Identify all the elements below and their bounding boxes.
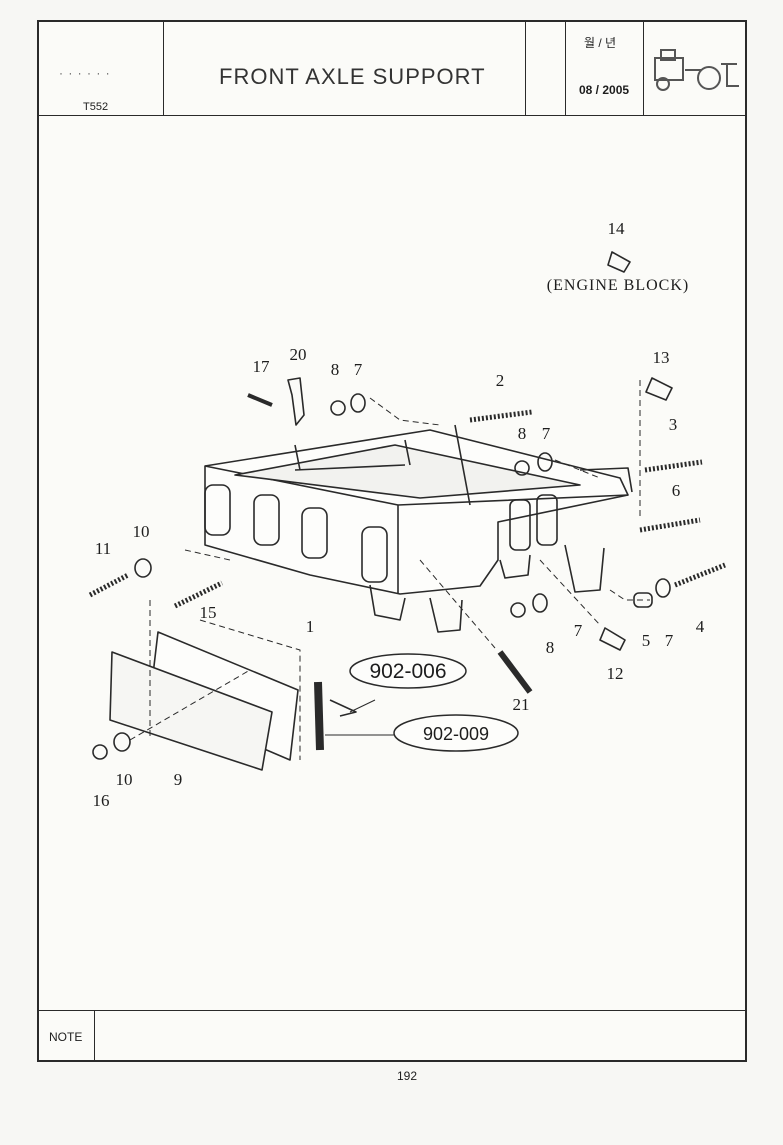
exploded-diagram: 902-006 902-009 (ENGINE BLOCK) 1 2 3 4 5…	[88, 219, 726, 810]
nut-16	[92, 744, 108, 760]
reference-oval	[349, 653, 467, 689]
engine-block-caption: (ENGINE BLOCK)	[547, 277, 689, 294]
page-title: FRONT AXLE SUPPORT	[219, 64, 486, 89]
retaining-clip	[329, 699, 357, 717]
callout-numbers: 1 2 3 4 5 6 7 7 7 7 8 8 8 9 10 10 11 12 …	[93, 219, 705, 810]
page-number: 192	[397, 1069, 418, 1083]
bushing-12	[599, 627, 626, 651]
pin-21	[497, 650, 533, 694]
callout-6: 6	[672, 481, 681, 500]
mount-pad	[536, 494, 558, 546]
bolt-17	[247, 393, 273, 407]
callout-4: 4	[696, 617, 705, 636]
callout-12: 12	[607, 664, 624, 683]
tractor-logo-icon	[654, 49, 739, 91]
stud-bolt-2	[469, 409, 533, 423]
pin-with-clip	[314, 681, 324, 751]
callout-7: 7	[542, 424, 551, 443]
callout-9: 9	[174, 770, 183, 789]
callout-16: 16	[93, 791, 110, 810]
bolt-4	[674, 562, 726, 588]
frame-rear-bracket	[579, 467, 633, 493]
callout-7: 7	[354, 360, 363, 379]
washer-7	[350, 393, 366, 413]
washer-7	[537, 452, 553, 472]
reference-902-009: 902-009	[423, 724, 489, 744]
callout-10: 10	[133, 522, 150, 541]
callout-21: 21	[513, 695, 530, 714]
spacer-5	[633, 592, 653, 608]
header-divider	[39, 115, 745, 116]
stud-15	[173, 580, 224, 609]
note-col	[94, 1010, 95, 1060]
nut-8	[514, 460, 530, 476]
reference-leaders	[325, 699, 398, 736]
callout-8: 8	[518, 424, 527, 443]
washer-7	[532, 593, 548, 613]
mount-pad	[253, 494, 280, 546]
callout-1: 1	[306, 617, 315, 636]
callout-13: 13	[653, 348, 670, 367]
callout-5: 5	[642, 631, 651, 650]
bushing-14	[607, 251, 631, 273]
model-label: T552	[83, 101, 109, 113]
frame-inner-ribs	[294, 424, 471, 506]
stud-bolt-3	[644, 459, 703, 473]
note-label: NOTE	[49, 1030, 83, 1044]
mount-pad	[509, 499, 531, 551]
reference-902-006: 902-006	[369, 660, 446, 683]
reference-oval	[393, 714, 519, 752]
stud-bolt-6	[639, 517, 701, 533]
frame-foot	[564, 544, 605, 593]
nut-8	[330, 400, 346, 416]
frame-top-opening	[234, 444, 581, 499]
header-col-2	[525, 22, 526, 115]
callout-8: 8	[546, 638, 555, 657]
nut-8	[510, 602, 526, 618]
figure-code: · · · · · ·	[59, 66, 111, 80]
date-label: 월 / 년	[584, 36, 617, 50]
frame-foot	[429, 597, 463, 633]
callout-10: 10	[116, 770, 133, 789]
callout-7: 7	[665, 631, 674, 650]
assembly-lines	[129, 380, 650, 760]
frame-foot	[499, 554, 531, 579]
header-col-1	[163, 22, 164, 115]
callout-15: 15	[200, 603, 217, 622]
reference-tags: 902-006 902-009	[349, 653, 519, 752]
washer-10	[134, 558, 152, 578]
washer-10	[113, 732, 131, 752]
note-divider	[39, 1010, 745, 1011]
bolt-11	[88, 572, 130, 598]
parts-sheet: · · · · · · T552 FRONT AXLE SUPPORT 월 / …	[37, 20, 747, 1062]
callout-14: 14	[608, 219, 626, 238]
callout-20: 20	[290, 345, 307, 364]
callout-7: 7	[574, 621, 583, 640]
mount-pad	[301, 507, 328, 559]
bushing-13	[645, 377, 673, 401]
callout-3: 3	[669, 415, 678, 434]
mount-pad	[361, 526, 388, 583]
mount-pad	[204, 484, 231, 536]
clamp-20	[287, 377, 305, 426]
callout-8: 8	[331, 360, 340, 379]
header-col-4	[643, 22, 644, 115]
date-value: 08 / 2005	[579, 83, 630, 97]
callout-11: 11	[95, 539, 111, 558]
callout-17: 17	[253, 357, 271, 376]
callout-2: 2	[496, 371, 505, 390]
header-col-3	[565, 22, 566, 115]
washer-7	[655, 578, 671, 598]
frame-foot	[369, 584, 406, 621]
